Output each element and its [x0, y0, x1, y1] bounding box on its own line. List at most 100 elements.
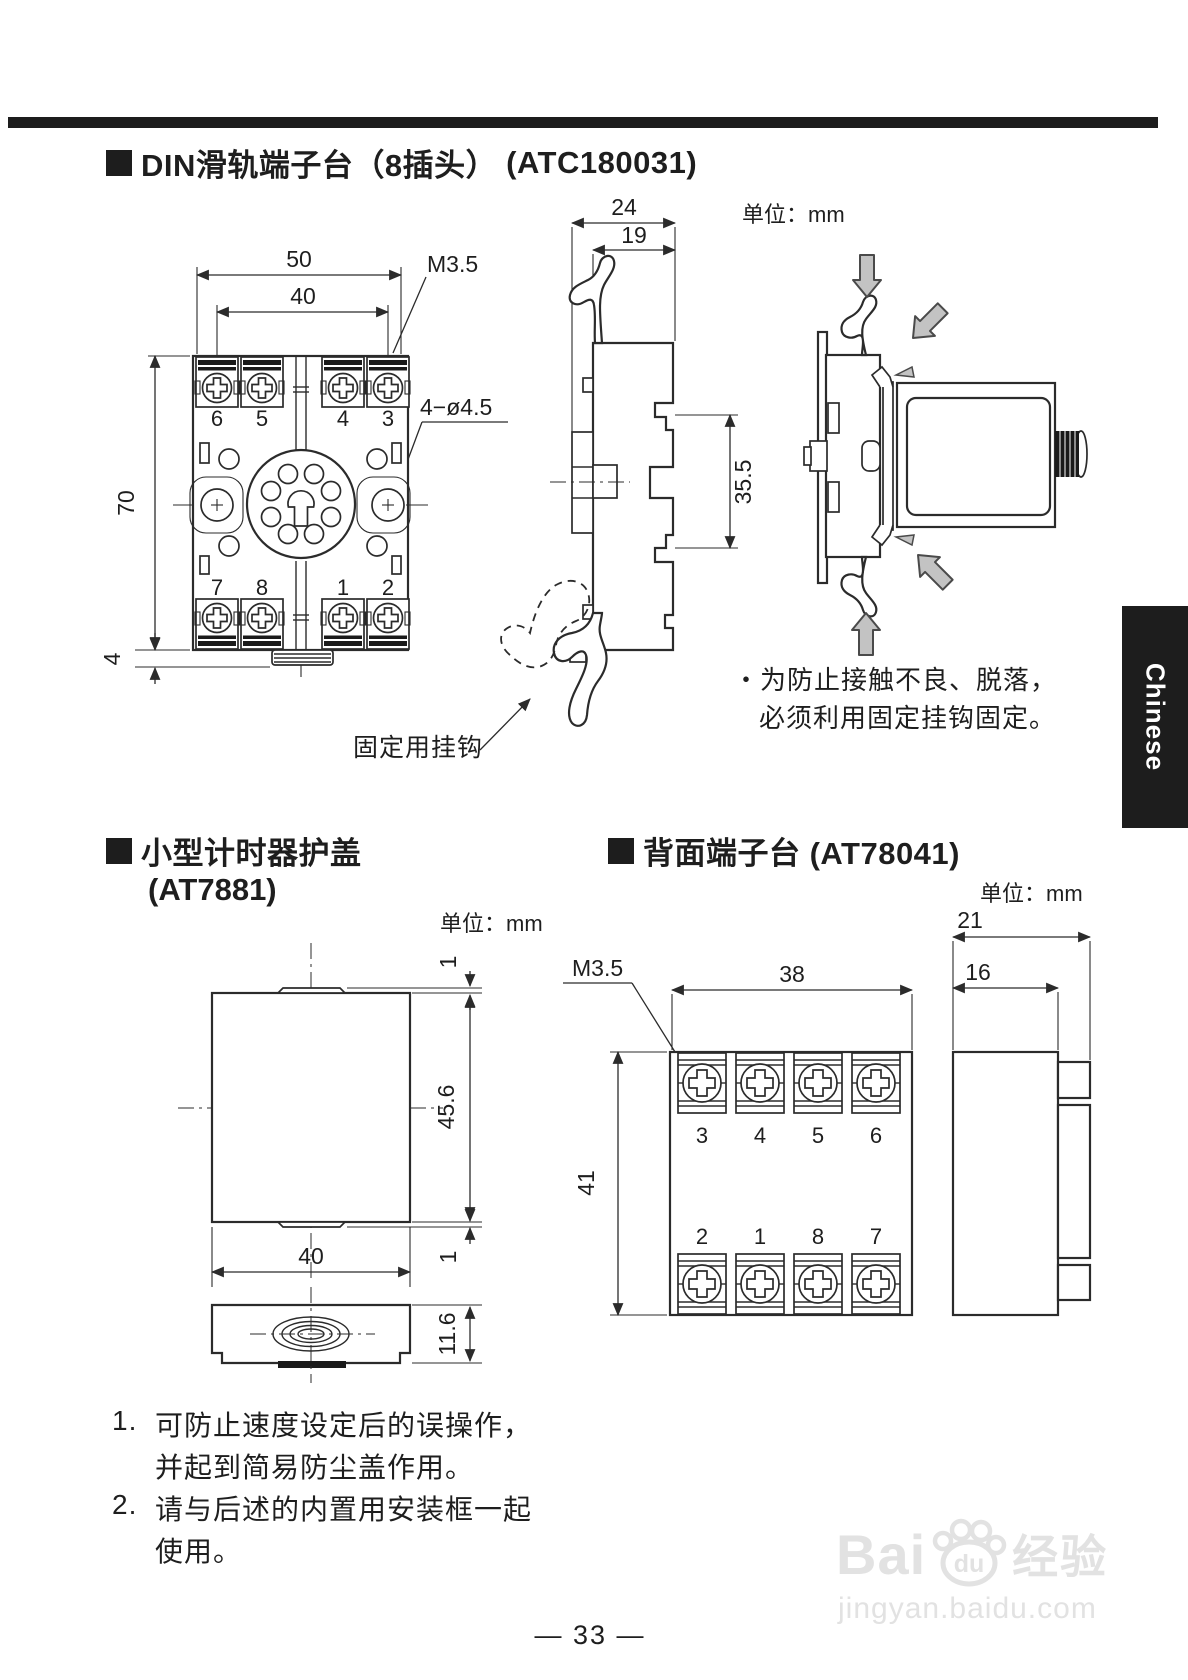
section1-title: DIN滑轨端子台（8插头） (ATC180031) — [106, 140, 697, 185]
section1-code: (ATC180031) — [506, 144, 698, 180]
note-text: 使用。 — [155, 1536, 243, 1567]
terminal-screw — [793, 1052, 843, 1114]
rail-clip — [870, 365, 915, 547]
terminal-number: 3 — [382, 406, 394, 431]
dim-21: 21 — [957, 907, 983, 933]
fixing-hook-label: 固定用挂钩 — [353, 734, 484, 762]
dim-70: 70 — [113, 490, 139, 516]
label-m35: M3.5 — [572, 955, 623, 981]
din-hook-top — [840, 294, 878, 357]
press-arrow-up-icon — [851, 612, 881, 656]
unit-label-1: 单位：mm — [742, 202, 845, 227]
terminal-screw — [239, 598, 285, 650]
rear-terminal-side-drawing: 21 16 — [951, 907, 1092, 1317]
unit-label-3: 单位：mm — [980, 881, 1083, 906]
section-bullet-icon — [106, 149, 132, 176]
terminal-screw — [677, 1253, 727, 1315]
terminal-number: 2 — [382, 575, 394, 600]
dim-41: 41 — [573, 1170, 599, 1196]
unit-label-2: 单位：mm — [440, 911, 543, 936]
terminal-number: 6 — [870, 1123, 882, 1148]
terminal-number: 6 — [211, 406, 223, 431]
dim-40: 40 — [290, 283, 316, 309]
label-m35: M3.5 — [427, 251, 478, 277]
mounting-hole-right — [356, 476, 428, 534]
notes-list: 1. 可防止速度设定后的误操作， 并起到简易防尘盖作用。 2. 请与后述的内置用… — [112, 1405, 532, 1573]
dim-16: 16 — [965, 959, 991, 985]
note-item: 1. 可防止速度设定后的误操作， 并起到简易防尘盖作用。 — [112, 1405, 532, 1489]
watermark-du: du — [954, 1550, 985, 1578]
terminal-screw — [194, 598, 240, 650]
note-number: 1. — [112, 1405, 138, 1436]
fixing-hook-released — [500, 579, 591, 669]
terminal-number: 8 — [812, 1224, 824, 1249]
terminal-screw — [320, 356, 366, 408]
note-text: 可防止速度设定后的误操作， — [155, 1410, 533, 1441]
timer-cover-drawing: 1 45.6 1 40 11.6 — [178, 943, 482, 1383]
language-tab-label: Chinese — [1140, 662, 1171, 772]
socket-foot — [271, 649, 334, 677]
terminal-number: 4 — [337, 406, 349, 431]
watermark-bai: Bai — [836, 1522, 927, 1586]
page-number: — 33 — — [534, 1620, 646, 1650]
socket-front-view-drawing: 50 40 M3.5 4−ø4.5 70 4 — [99, 246, 508, 684]
label-holes: 4−ø4.5 — [420, 394, 492, 420]
dim-50: 50 — [286, 246, 312, 272]
mounting-hole-left — [173, 476, 244, 534]
dim-4: 4 — [99, 652, 125, 665]
dim-38: 38 — [779, 961, 805, 987]
dim-40: 40 — [298, 1243, 324, 1269]
press-arrow-diagonal-icon — [907, 544, 959, 596]
watermark-jingyan: 经验 — [1012, 1531, 1109, 1583]
dim-24: 24 — [611, 194, 637, 220]
press-arrow-diagonal-icon — [902, 297, 954, 349]
terminal-number: 2 — [696, 1224, 708, 1249]
section2-code: (AT7881) — [148, 872, 277, 907]
rail-mount-drawing — [803, 254, 1088, 656]
terminal-block-side-body — [951, 1050, 1060, 1317]
terminal-screw — [239, 356, 285, 408]
terminal-screw — [793, 1253, 843, 1315]
terminal-number: 3 — [696, 1123, 708, 1148]
baidu-paw-icon: du — [932, 1518, 1007, 1587]
socket-pin-circle — [245, 448, 357, 560]
press-arrow-down-icon — [852, 254, 882, 298]
note-text: 并起到简易防尘盖作用。 — [155, 1452, 475, 1483]
terminal-number: 7 — [870, 1224, 882, 1249]
cover-front — [210, 991, 412, 1224]
terminal-screw — [735, 1253, 785, 1315]
terminal-number: 1 — [337, 575, 349, 600]
din-hook-bottom — [840, 555, 878, 618]
note-text: 请与后述的内置用安装框一起 — [155, 1494, 533, 1525]
socket-side-view-drawing: 24 19 35.5 — [500, 194, 756, 727]
fixing-hook-leader — [479, 698, 531, 751]
fixing-hook — [552, 611, 608, 727]
rear-terminal-front-drawing: M3.5 38 41 3 4 5 6 2 1 8 7 — [563, 955, 914, 1317]
terminal-number: 5 — [812, 1123, 824, 1148]
terminal-screw — [365, 598, 411, 650]
caution-note-line2: 必须利用固定挂钩固定。 — [759, 703, 1057, 733]
terminal-screw — [320, 598, 366, 650]
dim-45-6: 45.6 — [433, 1085, 459, 1130]
section1-title-text: DIN滑轨端子台（8插头） — [141, 148, 498, 183]
caution-note-line1: ・为防止接触不良、脱落， — [733, 665, 1058, 695]
terminal-number: 4 — [754, 1123, 766, 1148]
dim-11-6: 11.6 — [434, 1312, 460, 1355]
watermark-url: jingyan.baidu.com — [838, 1592, 1097, 1625]
terminal-number: 8 — [256, 575, 268, 600]
terminal-screw — [735, 1052, 785, 1114]
timer-unit — [895, 381, 1088, 529]
dim-35-5: 35.5 — [730, 460, 756, 505]
terminal-screw — [677, 1052, 727, 1114]
terminal-number: 7 — [211, 575, 223, 600]
terminal-screw — [365, 356, 411, 408]
language-tab: Chinese — [1122, 606, 1188, 828]
terminal-number: 5 — [256, 406, 268, 431]
section2-title-text: 小型计时器护盖 — [141, 836, 362, 871]
terminal-screw — [194, 356, 240, 408]
note-item: 2. 请与后述的内置用安装框一起 使用。 — [112, 1489, 532, 1573]
dim-1-bottom: 1 — [435, 1251, 461, 1264]
section3-title: 背面端子台 (AT78041) — [608, 828, 960, 873]
section-bullet-icon — [106, 837, 132, 864]
